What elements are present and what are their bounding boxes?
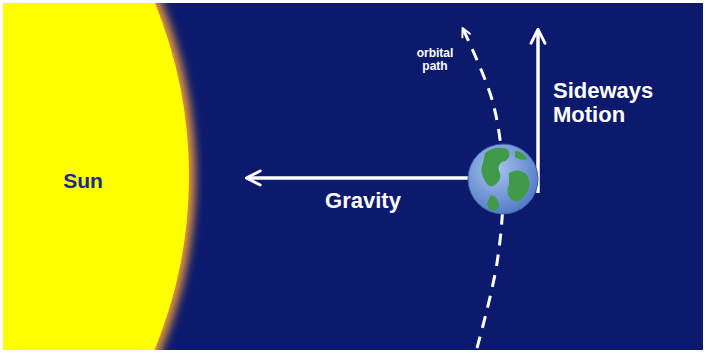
- sun-glow: [3, 3, 195, 350]
- space-background: Sun orbital pathSideways MotionGravity: [3, 3, 703, 350]
- gravity-arrow: [248, 176, 469, 180]
- sun-body: [3, 3, 189, 350]
- sun-disc: [3, 3, 203, 350]
- earth-globe: [468, 144, 538, 214]
- sun-shape: Sun: [3, 3, 203, 350]
- sun-label: Sun: [63, 169, 103, 193]
- orbital-path-label: orbital path: [407, 47, 463, 73]
- motion-label: Sideways Motion: [553, 79, 693, 127]
- gravity-label: Gravity: [288, 189, 438, 213]
